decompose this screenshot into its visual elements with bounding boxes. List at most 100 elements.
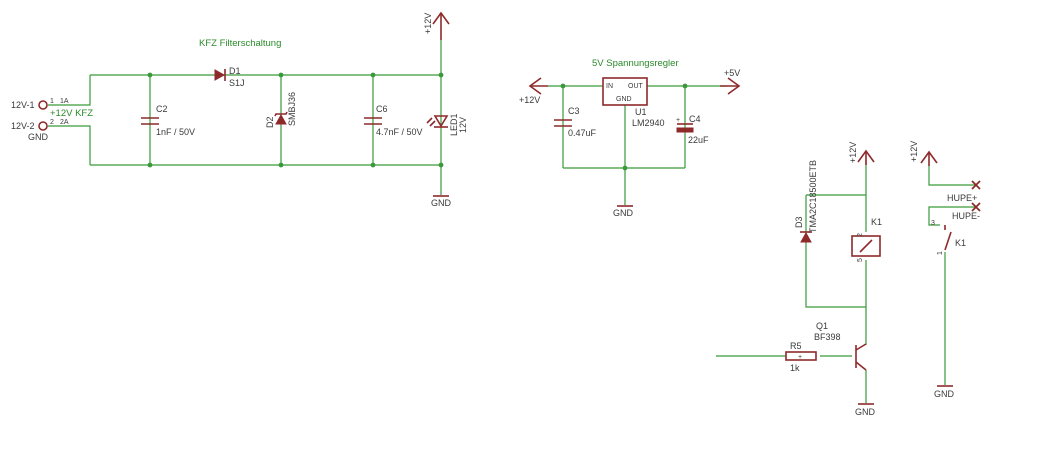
input-wire-2: [48, 125, 91, 165]
k1-pin-top: 2: [857, 233, 864, 237]
junction-dot: [370, 162, 376, 168]
resistor-marker: +: [798, 354, 802, 361]
r5-name: R5: [790, 341, 802, 351]
ground-label: GND: [934, 389, 955, 399]
reg-in-supply-label: +12V: [519, 95, 540, 105]
connector-gnd-label: GND: [28, 132, 49, 142]
tvs-diode-d2[interactable]: D2 SMBJ36: [265, 92, 297, 128]
capacitor-c2[interactable]: C2 1nF / 50V: [141, 104, 195, 137]
u1-pin-out: OUT: [628, 83, 644, 90]
supply-label: +12V: [848, 142, 858, 163]
capacitor-plate-filled: [676, 127, 694, 133]
horn-section: +12V HUPE+ HUPE- 3 1 K1 GND: [909, 141, 981, 399]
ground-label: GND: [431, 198, 452, 208]
capacitor-c4[interactable]: + C4 22uF: [676, 114, 709, 145]
capacitor-c3[interactable]: C3 0.47uF: [554, 106, 597, 138]
supply-12v-filter[interactable]: +12V: [423, 11, 450, 40]
supply-12v-driver[interactable]: +12V: [848, 142, 875, 165]
c3-name: C3: [568, 106, 580, 116]
k1-coil-name: K1: [871, 217, 882, 227]
junction-dot: [682, 83, 688, 89]
u1-value: LM2940: [632, 118, 665, 128]
relay-coil-body: [851, 235, 881, 257]
junction-dot: [278, 72, 284, 78]
junction-dot: [438, 162, 444, 168]
c6-name: C6: [376, 104, 388, 114]
c4-name: C4: [689, 114, 701, 124]
regulator-body: [602, 77, 648, 106]
c3-value: 0.47uF: [568, 128, 597, 138]
u1-pin-in: IN: [606, 83, 613, 90]
regulator-u1[interactable]: IN OUT GND U1 LM2940: [602, 77, 665, 128]
ground-driver[interactable]: GND: [855, 403, 876, 417]
d1-value: S1J: [229, 78, 245, 88]
transistor-emitter: [855, 361, 867, 371]
d2-value: SMBJ36: [287, 92, 297, 126]
junction-dot: [147, 72, 153, 78]
ground-filter[interactable]: GND: [431, 195, 452, 208]
supply-12v-horn[interactable]: +12V: [909, 141, 938, 166]
resistor-r5[interactable]: + R5 1k: [785, 341, 817, 373]
diode-d1[interactable]: D1 S1J: [214, 66, 245, 88]
ground-label: GND: [613, 208, 634, 218]
r5-value: 1k: [790, 363, 800, 373]
led-triangle: [433, 115, 449, 128]
diode-triangle: [275, 113, 287, 125]
junction-dot: [622, 165, 628, 171]
diode-triangle: [800, 231, 812, 243]
supply-5v-output[interactable]: +5V: [720, 68, 741, 95]
diode-d3[interactable]: D3 TMA2C18500ETB: [794, 160, 818, 243]
transistor-collector: [855, 343, 867, 351]
input-wire-1: [48, 75, 91, 106]
contact-lever: [944, 231, 952, 251]
junction-dot: [438, 72, 444, 78]
k1-contact-pin1: 1: [937, 251, 944, 255]
hupe-plus-wire: [928, 165, 976, 186]
led1-value: 12V: [458, 117, 468, 133]
led-led1[interactable]: LED1 12V: [426, 113, 468, 136]
connector-pin1-label: 12V-1: [11, 100, 35, 110]
filter-section: KFZ Filterschaltung 12V-1 12V-2 1 2 1A 2…: [11, 11, 468, 208]
hupe-minus-wire: [928, 206, 976, 226]
k1-contact-pin3: 3: [931, 220, 935, 227]
transistor-q1[interactable]: Q1 BF398: [814, 321, 867, 371]
led-light-arrow: [426, 117, 433, 124]
junction-dot: [560, 83, 566, 89]
regulator-title: 5V Spannungsregler: [592, 58, 679, 69]
c6-value: 4.7nF / 50V: [376, 127, 423, 137]
connector-pin-1[interactable]: [38, 100, 48, 110]
horn-terminal-minus[interactable]: HUPE-: [952, 202, 981, 221]
ground-regulator[interactable]: GND: [613, 205, 634, 218]
c2-value: 1nF / 50V: [156, 127, 195, 137]
junction-dot: [278, 162, 284, 168]
capacitor-c6[interactable]: C6 4.7nF / 50V: [364, 104, 423, 137]
ground-label: GND: [855, 407, 876, 417]
supply-label: +12V: [909, 141, 919, 162]
q1-value: BF398: [814, 332, 841, 342]
led1-name: LED1: [449, 113, 459, 136]
relay-coil-slash: [859, 239, 873, 253]
ground-horn[interactable]: GND: [934, 385, 955, 399]
k1-contact-name: K1: [955, 238, 966, 248]
connector-pin-2[interactable]: [38, 121, 48, 131]
connector-x1[interactable]: 12V-1 12V-2 1 2 1A 2A +12V KFZ GND: [11, 98, 93, 142]
driver-section: +12V D3 TMA2C18500ETB K1 2 5 + R5 1k: [716, 142, 882, 417]
relay-contact-k1[interactable]: 3 1 K1: [931, 220, 966, 255]
connector-pin2-name: 2A: [60, 119, 69, 126]
connector-pin1-name: 1A: [60, 98, 69, 105]
filter-title: KFZ Filterschaltung: [199, 38, 281, 49]
u1-pin-gnd: GND: [616, 96, 632, 103]
diode-triangle: [214, 69, 226, 81]
polarity-plus-icon: +: [676, 117, 680, 124]
d2-name: D2: [265, 116, 275, 128]
connector-pin2-label: 12V-2: [11, 121, 35, 131]
kfz-net-label: +12V KFZ: [50, 108, 93, 119]
d1-name: D1: [229, 66, 241, 76]
relay-coil-k1[interactable]: K1 2 5: [851, 217, 882, 262]
d3-name: D3: [794, 216, 804, 228]
led-light-arrow: [429, 120, 436, 127]
supply-12v-regulator[interactable]: +12V: [519, 77, 548, 105]
reg-out-supply-label: +5V: [724, 68, 740, 78]
horn-terminal-plus[interactable]: HUPE+: [947, 180, 981, 203]
